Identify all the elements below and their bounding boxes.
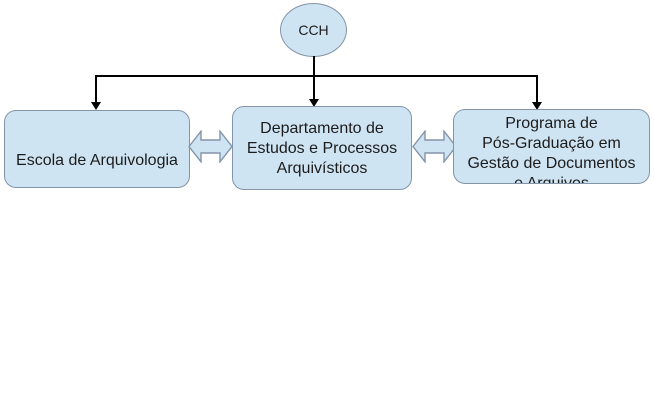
arrow-down-right-icon (532, 102, 542, 110)
bidirectional-arrow-icon (412, 130, 457, 163)
box-programa-pos-graduacao: Programa de Pós-Graduação em Gestão de D… (453, 109, 650, 184)
box-departamento-estudos-processos: Departamento de Estudos e Processos Arqu… (232, 106, 412, 190)
arrow-down-middle-icon (308, 99, 319, 107)
box-label-line: Departamento de (260, 120, 384, 137)
box-label-line: Arquivísticos (276, 160, 368, 177)
box-label-line: Pós-Graduação em (482, 135, 621, 152)
arrow-down-left-icon (91, 102, 101, 110)
box-label-line: Gestão de Documentos (467, 155, 636, 172)
connector-horizontal-line (96, 75, 538, 77)
connector-stem-line (313, 56, 315, 75)
box-label-line: Programa de (505, 115, 598, 132)
connector-drop-right (536, 75, 538, 102)
bidirectional-arrow-icon (188, 130, 233, 163)
connector-drop-left (95, 75, 97, 102)
box-escola-de-arquivologia: Escola de Arquivologia (4, 110, 190, 188)
box-label-line: Estudos e Processos (246, 140, 398, 157)
root-node-label: CCH (298, 22, 329, 38)
box-label-line: Escola de Arquivologia (16, 152, 178, 169)
box-label-line-clipped: e Arquivos (514, 175, 589, 184)
connector-drop-middle (313, 75, 315, 99)
root-node-ellipse: CCH (280, 3, 347, 57)
